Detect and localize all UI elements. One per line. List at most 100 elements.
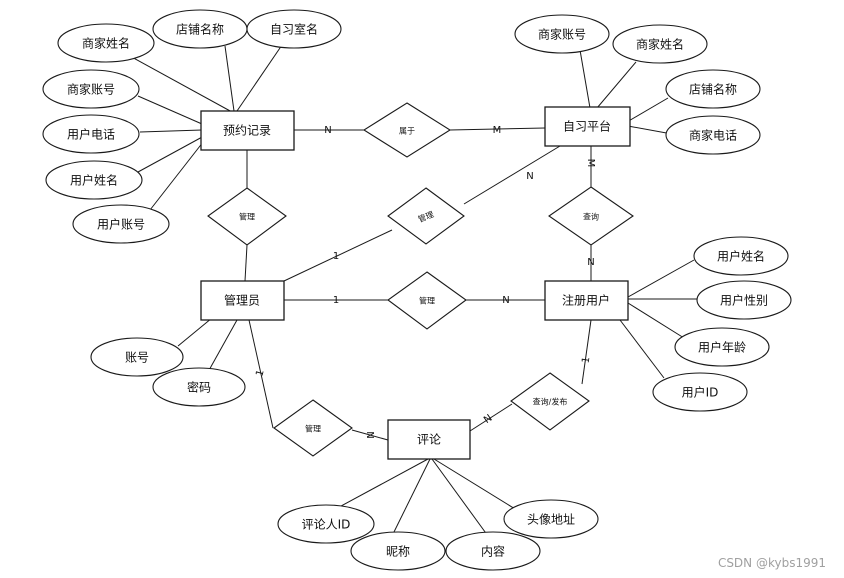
edge-comment-reviewer-id <box>329 458 429 513</box>
entity-admin: 管理员 <box>200 280 285 321</box>
attr-booking-merchant-account: 商家账号 <box>42 69 140 109</box>
entity-user-label: 注册用户 <box>562 293 610 308</box>
edge-comment-content <box>431 458 489 537</box>
entity-comment-label: 评论 <box>417 433 441 447</box>
attr-comment-reviewer-id-label: 评论人ID <box>302 518 351 532</box>
attr-platform-merchant-name: 商家姓名 <box>612 24 708 64</box>
attr-comment-nickname-label: 昵称 <box>386 545 410 559</box>
card-user-query: N <box>587 257 594 268</box>
card-comment-admin: N <box>364 431 375 438</box>
attr-booking-merchant-account-label: 商家账号 <box>67 82 115 97</box>
connectors <box>107 43 700 537</box>
watermark-text: CSDN @kybs1991 <box>717 556 826 570</box>
edge-comment-query-publish <box>469 403 513 432</box>
attr-booking-shop-name: 店铺名称 <box>152 9 248 49</box>
edge-comment-nickname <box>391 458 431 537</box>
entity-admin-label: 管理员 <box>224 293 260 308</box>
edge-booking-user-phone <box>139 129 203 133</box>
edge-booking-user-name <box>137 135 205 173</box>
attr-booking-user-phone-label: 用户电话 <box>67 127 115 142</box>
attr-platform-merchant-phone-label: 商家电话 <box>689 128 737 143</box>
edge-manage-comment <box>351 429 389 441</box>
edge-admin-manage-comment <box>248 319 274 429</box>
card-admin-comment: 1 <box>254 369 266 378</box>
relationship-query: 查询 <box>548 186 634 246</box>
attr-platform-shop-name: 店铺名称 <box>665 69 761 109</box>
relationship-manage-platform: 管理 <box>387 187 465 245</box>
edge-manage-admin <box>244 244 248 282</box>
attr-comment-nickname: 昵称 <box>350 531 446 571</box>
relationship-belongs-to: 属于 <box>362 102 452 158</box>
attr-user-gender-label: 用户性别 <box>720 293 768 308</box>
attr-platform-merchant-account: 商家账号 <box>514 14 610 54</box>
attr-booking-user-account-label: 用户账号 <box>97 217 145 232</box>
attr-booking-user-name-label: 用户姓名 <box>70 173 118 188</box>
edge-admin-manage-platform <box>283 229 393 282</box>
entity-comment: 评论 <box>387 419 471 460</box>
attr-comment-avatar-url-label: 头像地址 <box>527 513 575 527</box>
attr-booking-shop-name-label: 店铺名称 <box>176 22 224 37</box>
attr-platform-merchant-name-label: 商家姓名 <box>636 37 684 52</box>
edge-manage-platform <box>463 145 561 205</box>
edge-user-age <box>627 302 685 339</box>
attr-comment-avatar-url: 头像地址 <box>503 499 599 539</box>
attr-admin-account-label: 账号 <box>125 351 149 365</box>
edge-comment-avatar <box>433 458 521 513</box>
relationship-query-publish: 查询/发布 <box>510 372 590 431</box>
edge-query-publish-user <box>581 319 592 385</box>
attr-user-name: 用户姓名 <box>693 236 789 276</box>
card-comment-user: N <box>482 413 494 426</box>
relationship-manage-booking: 管理 <box>207 187 287 246</box>
attr-admin-account: 账号 <box>90 337 184 377</box>
edge-user-id <box>619 319 665 379</box>
attr-platform-merchant-phone: 商家电话 <box>665 115 761 155</box>
card-platform-manage: N <box>526 171 533 182</box>
relationship-manage-booking-label: 管理 <box>239 212 255 222</box>
attr-booking-room-name-label: 自习室名 <box>270 22 318 37</box>
attr-comment-reviewer-id: 评论人ID <box>277 504 375 544</box>
edge-admin-account <box>177 317 213 347</box>
edge-booking-room-name <box>236 44 283 112</box>
edge-booking-merchant-account <box>137 95 203 125</box>
entity-study-room-platform: 自习平台 <box>544 106 631 147</box>
attr-platform-shop-name-label: 店铺名称 <box>689 82 737 97</box>
card-user-comment: 1 <box>581 356 593 364</box>
entity-platform-label: 自习平台 <box>563 119 611 134</box>
edge-belongs-platform <box>449 127 546 131</box>
relationship-manage-comment: 管理 <box>273 399 353 457</box>
edge-booking-shop-name <box>224 45 235 112</box>
edge-platform-merchant-phone <box>627 125 673 135</box>
relationship-manage-comment-label: 管理 <box>305 424 321 434</box>
attr-user-age: 用户年龄 <box>674 327 770 367</box>
entity-booking-label: 预约记录 <box>223 123 271 138</box>
edge-platform-merchant-name <box>596 61 637 109</box>
attr-booking-user-phone: 用户电话 <box>42 114 140 154</box>
edge-user-name <box>627 259 695 298</box>
attr-comment-content: 内容 <box>445 531 541 571</box>
attr-user-id: 用户ID <box>652 372 748 412</box>
relationship-query-publish-label: 查询/发布 <box>533 397 568 407</box>
edge-platform-merchant-account <box>579 49 591 109</box>
attr-booking-room-name: 自习室名 <box>246 9 342 49</box>
attr-booking-merchant-name-label: 商家姓名 <box>82 36 130 51</box>
relationship-query-label: 查询 <box>583 212 599 222</box>
attr-platform-merchant-account-label: 商家账号 <box>538 27 586 42</box>
relationship-manage-user-label: 管理 <box>419 296 435 306</box>
attr-user-age-label: 用户年龄 <box>698 340 746 355</box>
card-booking-belongs: N <box>324 125 331 136</box>
attr-user-id-label: 用户ID <box>682 385 719 400</box>
card-platform-belongs: M <box>493 125 502 136</box>
entity-registered-user: 注册用户 <box>544 280 629 321</box>
relationship-belongs-to-label: 属于 <box>399 127 415 136</box>
relationship-manage-user: 管理 <box>387 271 467 330</box>
attr-admin-password-label: 密码 <box>187 380 211 395</box>
card-user-manage: N <box>502 295 509 306</box>
attr-user-gender: 用户性别 <box>696 280 792 320</box>
attr-admin-password: 密码 <box>152 367 246 407</box>
attr-user-name-label: 用户姓名 <box>717 249 765 264</box>
card-platform-query: M <box>585 159 596 168</box>
attr-booking-user-account: 用户账号 <box>72 204 170 244</box>
card-admin-user: 1 <box>333 295 339 306</box>
attr-booking-merchant-name: 商家姓名 <box>57 23 155 63</box>
